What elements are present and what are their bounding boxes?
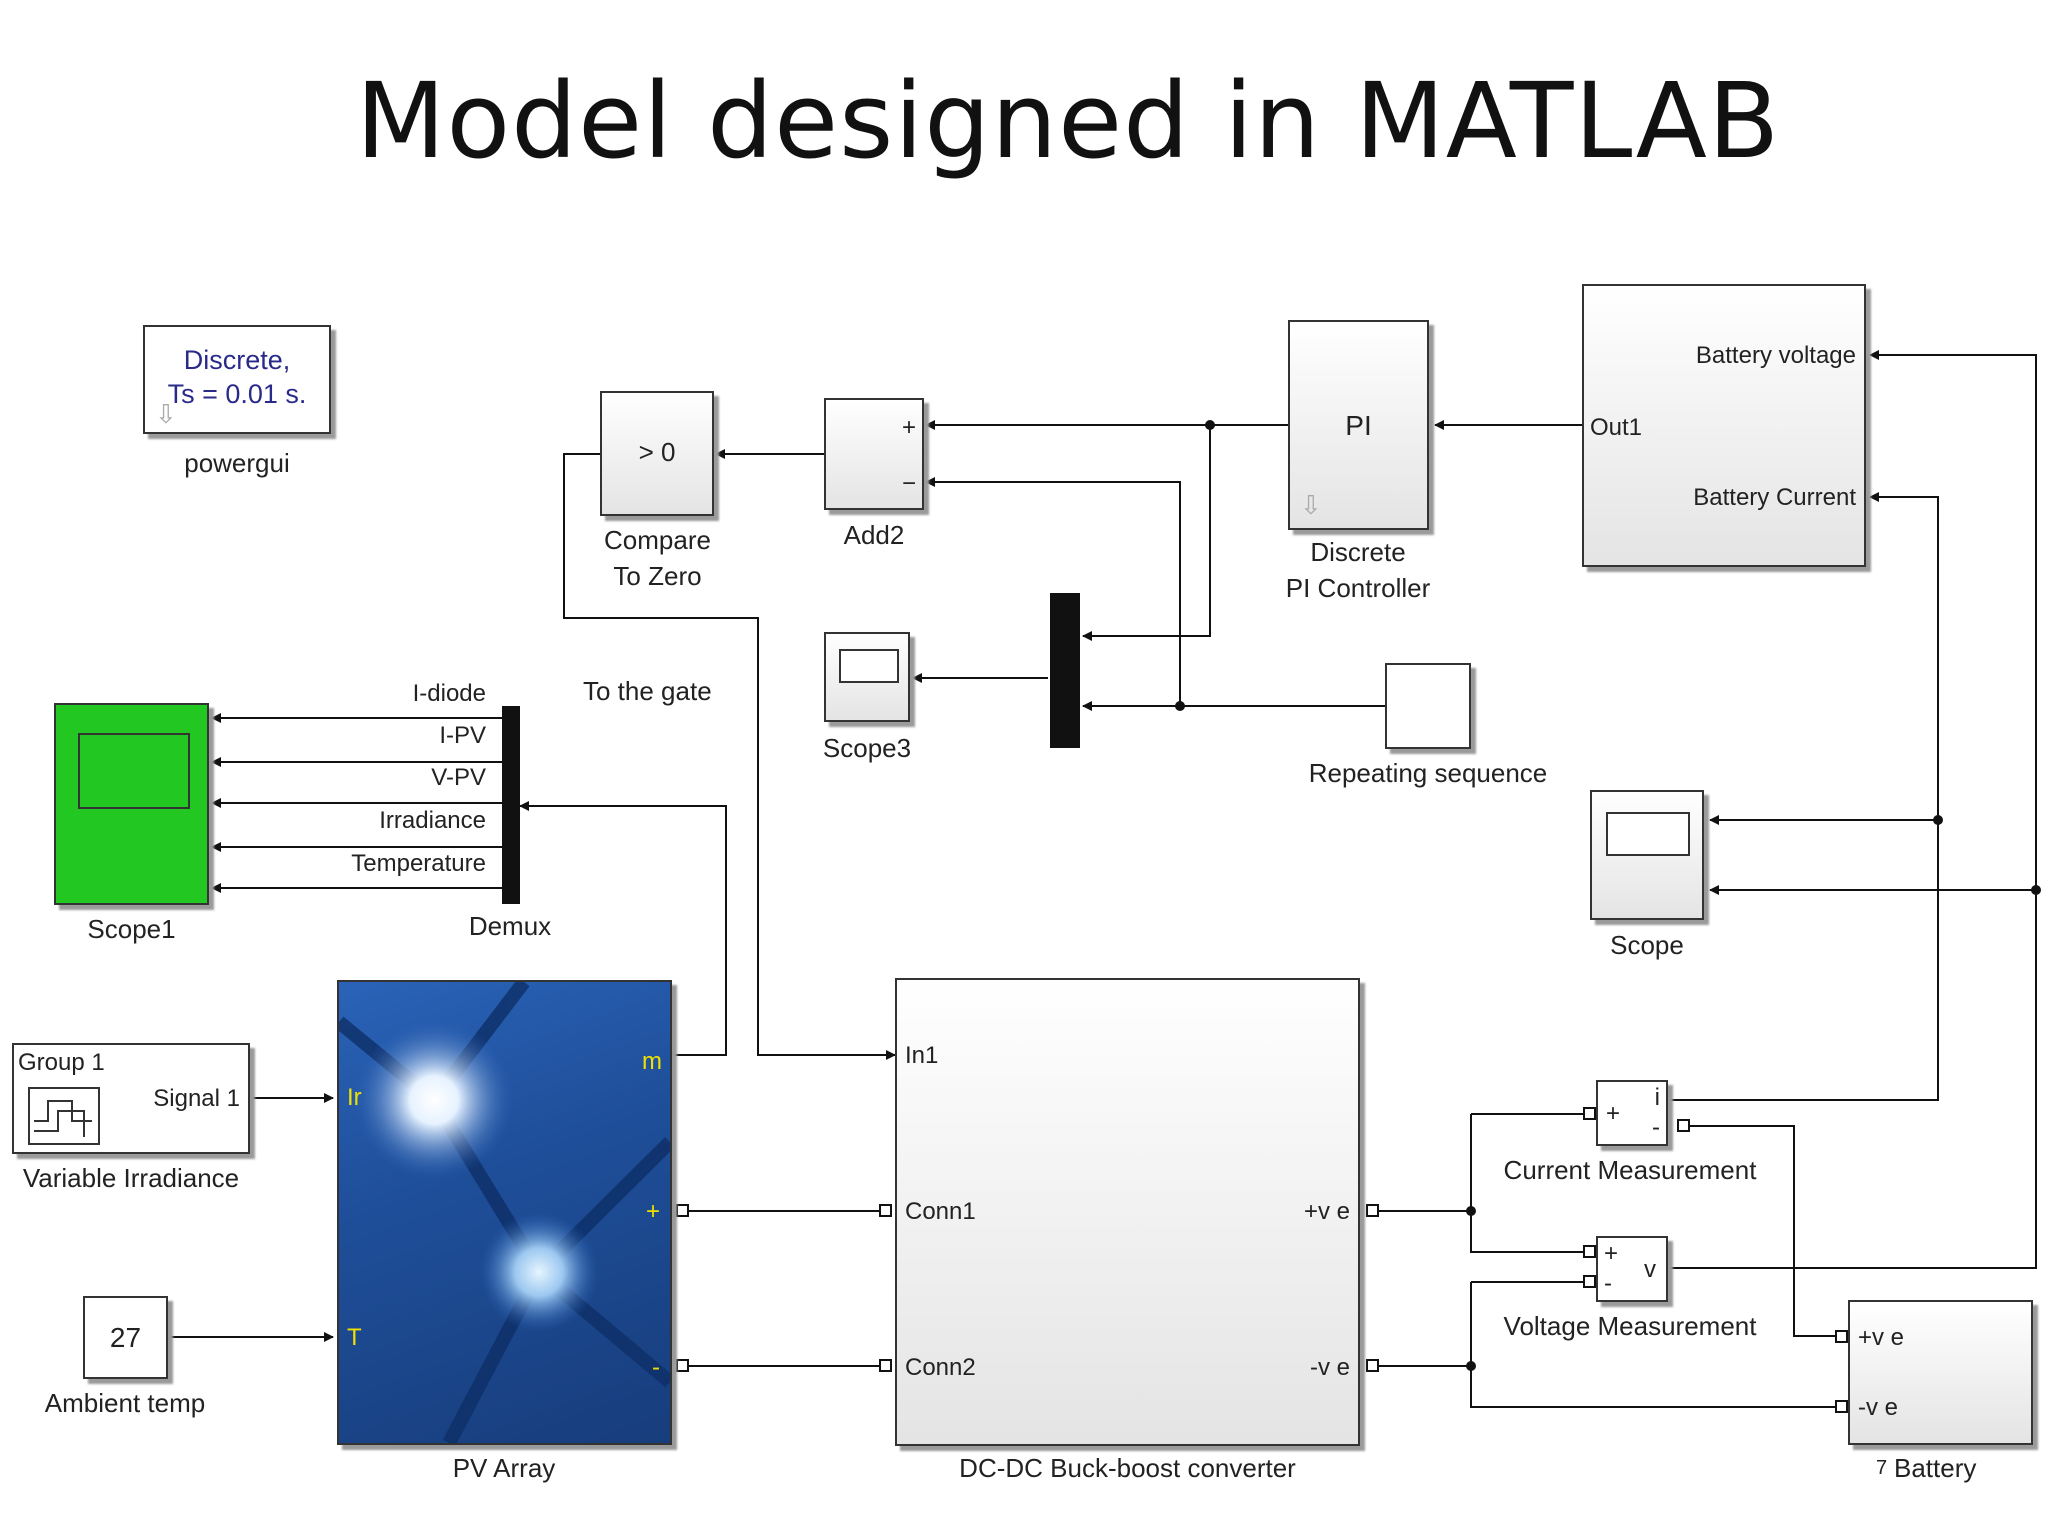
current-measurement-label: Current Measurement (1503, 1155, 1757, 1185)
pv-array-block[interactable]: Ir m + T - (337, 980, 672, 1445)
cm-plus: + (1606, 1100, 1621, 1127)
slide-title: Model designed in MATLAB (355, 60, 1781, 182)
repeating-sequence-block[interactable] (1385, 663, 1471, 749)
pv-array-label: PV Array (452, 1453, 556, 1483)
variable-irradiance-label: Variable Irradiance (22, 1163, 240, 1193)
cm-minus: - (1652, 1114, 1660, 1141)
powergui-block[interactable]: Discrete, Ts = 0.01 s. ⇩ (143, 325, 331, 434)
vm-v: v (1644, 1256, 1656, 1283)
scope-screen-icon (1606, 812, 1690, 856)
add2-minus: − (901, 470, 916, 497)
pv-plus-port: + (645, 1198, 660, 1225)
pi-controller-block[interactable]: PI ⇩ (1288, 320, 1429, 530)
compare-label-2: To Zero (613, 561, 702, 591)
scope1-label: Scope1 (87, 914, 176, 944)
ambient-temp-block[interactable]: 27 (83, 1296, 168, 1379)
to-the-gate-label: To the gate (583, 676, 712, 706)
repeating-sequence-label: Repeating sequence (1308, 758, 1548, 788)
voltage-measurement-label: Voltage Measurement (1503, 1311, 1757, 1341)
demux-signal-vpv: V-PV (431, 764, 486, 791)
scope-screen-icon (78, 733, 190, 809)
demux-signal-idiode: I-diode (412, 680, 486, 707)
demux-block[interactable] (502, 706, 520, 904)
current-measurement-block[interactable]: + i - (1596, 1080, 1668, 1146)
conn2-port: Conn2 (905, 1354, 976, 1381)
in1-port: In1 (905, 1042, 939, 1069)
down-arrow-icon: ⇩ (1300, 490, 1322, 520)
pve-port: +v e (1303, 1198, 1350, 1225)
battery-current-port: Battery Current (1693, 484, 1856, 511)
pv-m-port: m (642, 1048, 662, 1075)
vm-plus: + (1604, 1240, 1619, 1267)
pi-label-2: PI Controller (1285, 573, 1431, 603)
battery-nve-port: -v e (1858, 1394, 1899, 1421)
vm-minus: - (1604, 1270, 1612, 1297)
solar-cell-image (339, 982, 670, 1443)
demux-signal-irradiance: Irradiance (379, 807, 486, 834)
scope1-block[interactable] (54, 703, 209, 905)
mux-block[interactable] (1050, 593, 1080, 748)
out1-port: Out1 (1590, 414, 1643, 441)
compare-to-zero-block[interactable]: > 0 (600, 391, 714, 516)
signal-builder-block[interactable]: Group 1 Signal 1 (12, 1043, 250, 1154)
battery-number: 7 (1876, 1457, 1888, 1479)
pi-text: PI (1345, 410, 1372, 441)
signal-builder-icon (28, 1087, 100, 1145)
pv-minus-port: - (652, 1354, 660, 1381)
scope-label: Scope (1610, 930, 1684, 960)
signal-1-port: Signal 1 (153, 1085, 240, 1112)
voltage-measurement-block[interactable]: + - v (1596, 1236, 1668, 1302)
scope3-block[interactable] (824, 632, 910, 722)
pi-label-1: Discrete (1310, 537, 1406, 567)
battery-voltage-port: Battery voltage (1695, 342, 1856, 369)
compare-label-1: Compare (604, 525, 711, 555)
group-title: Group 1 (18, 1049, 105, 1076)
pv-ir-port: Ir (347, 1084, 362, 1111)
nve-port: -v e (1309, 1354, 1350, 1381)
down-arrow-icon: ⇩ (155, 399, 177, 429)
battery-subsystem-block[interactable]: Battery voltage Out1 Battery Current (1582, 284, 1866, 567)
ambient-value: 27 (109, 1322, 142, 1353)
battery-label: Battery (1894, 1453, 1977, 1483)
cm-i: i (1654, 1084, 1660, 1111)
powergui-line1: Discrete, (183, 345, 291, 375)
add2-label: Add2 (843, 520, 905, 550)
demux-label: Demux (468, 911, 552, 941)
powergui-line2: Ts = 0.01 s. (167, 379, 307, 409)
demux-signal-ipv: I-PV (439, 722, 486, 749)
conn1-port: Conn1 (905, 1198, 976, 1225)
scope-screen-icon (839, 649, 899, 683)
add2-plus: + (901, 414, 916, 441)
ambient-temp-label: Ambient temp (44, 1388, 206, 1418)
scope-block[interactable] (1590, 790, 1704, 920)
pv-t-port: T (347, 1324, 362, 1351)
compare-text: > 0 (638, 437, 676, 467)
demux-signal-temperature: Temperature (351, 850, 486, 877)
battery-block[interactable]: +v e -v e (1848, 1300, 2033, 1445)
dc-dc-converter-label: DC-DC Buck-boost converter (959, 1453, 1296, 1483)
dc-dc-converter-block[interactable]: In1 Conn1 Conn2 +v e -v e (895, 978, 1360, 1446)
powergui-label: powergui (184, 448, 290, 478)
battery-pve-port: +v e (1858, 1324, 1905, 1351)
add2-block[interactable]: + − (824, 398, 924, 510)
scope3-label: Scope3 (822, 733, 912, 763)
